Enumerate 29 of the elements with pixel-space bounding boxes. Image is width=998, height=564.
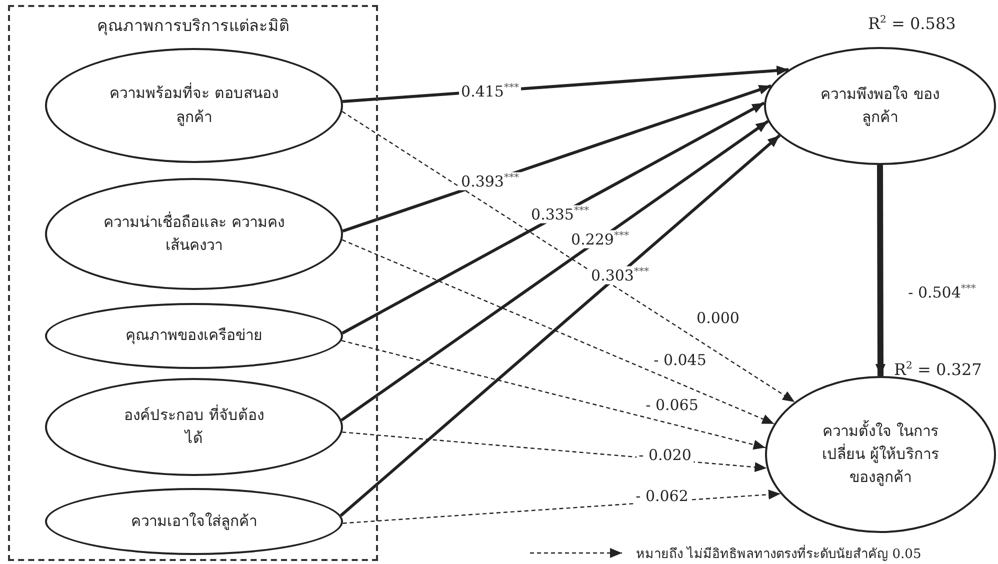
edge-label: 0.303$^{***}$: [589, 266, 651, 284]
edge-label: 0.000: [694, 310, 742, 326]
arrow: [342, 84, 772, 232]
edge-label: - 0.062: [634, 488, 690, 504]
arrow: [340, 134, 781, 517]
group-frame: [8, 5, 378, 561]
construct-label: ความตั้งใจ ในการเปลี่ยน ผู้ให้บริการ ของลูกค้า: [821, 420, 940, 488]
edge-label: - 0.045: [652, 352, 708, 368]
construct-label: องค์ประกอบ ที่จับต้องได้: [123, 404, 265, 449]
r-squared-label: R$^{2}$ = 0.327: [894, 360, 982, 379]
construct-label: คุณภาพของเครือข่าย: [124, 325, 264, 346]
construct-label: ความเอาใจใส่ลูกค้า: [130, 510, 258, 532]
arrow: [875, 165, 886, 376]
edge-label: 0.335$^{***}$: [529, 205, 591, 223]
construct-label: ความพร้อมที่จะ ตอบสนองลูกค้า: [108, 82, 280, 128]
edge-label: - 0.065: [644, 396, 700, 414]
edge-label: 0.229$^{***}$: [569, 230, 631, 248]
r-squared-label: R$^{2}$ = 0.583: [868, 14, 956, 33]
arrow: [342, 102, 765, 334]
legend-text: หมายถึง ไม่มีอิทธิพลทางตรงที่ระดับนัยสำคัญ 0.05: [636, 543, 922, 564]
edge-label: 0.415$^{***}$: [459, 82, 521, 100]
construct-label: ความน่าเชื่อถือและ ความคงเส้นคงวา: [102, 210, 286, 256]
dashed-arrow: [341, 340, 766, 450]
group-heading: คุณภาพการบริการแต่ละมิติ: [96, 15, 290, 38]
edge-label: 0.393$^{***}$: [459, 172, 521, 190]
construct-label: ความพึงพอใจ ของลูกค้า: [820, 84, 940, 128]
dashed-arrow: [342, 239, 774, 424]
edge-label: - 0.020: [636, 446, 694, 464]
edge-label: - 0.504$^{***}$: [906, 283, 978, 301]
